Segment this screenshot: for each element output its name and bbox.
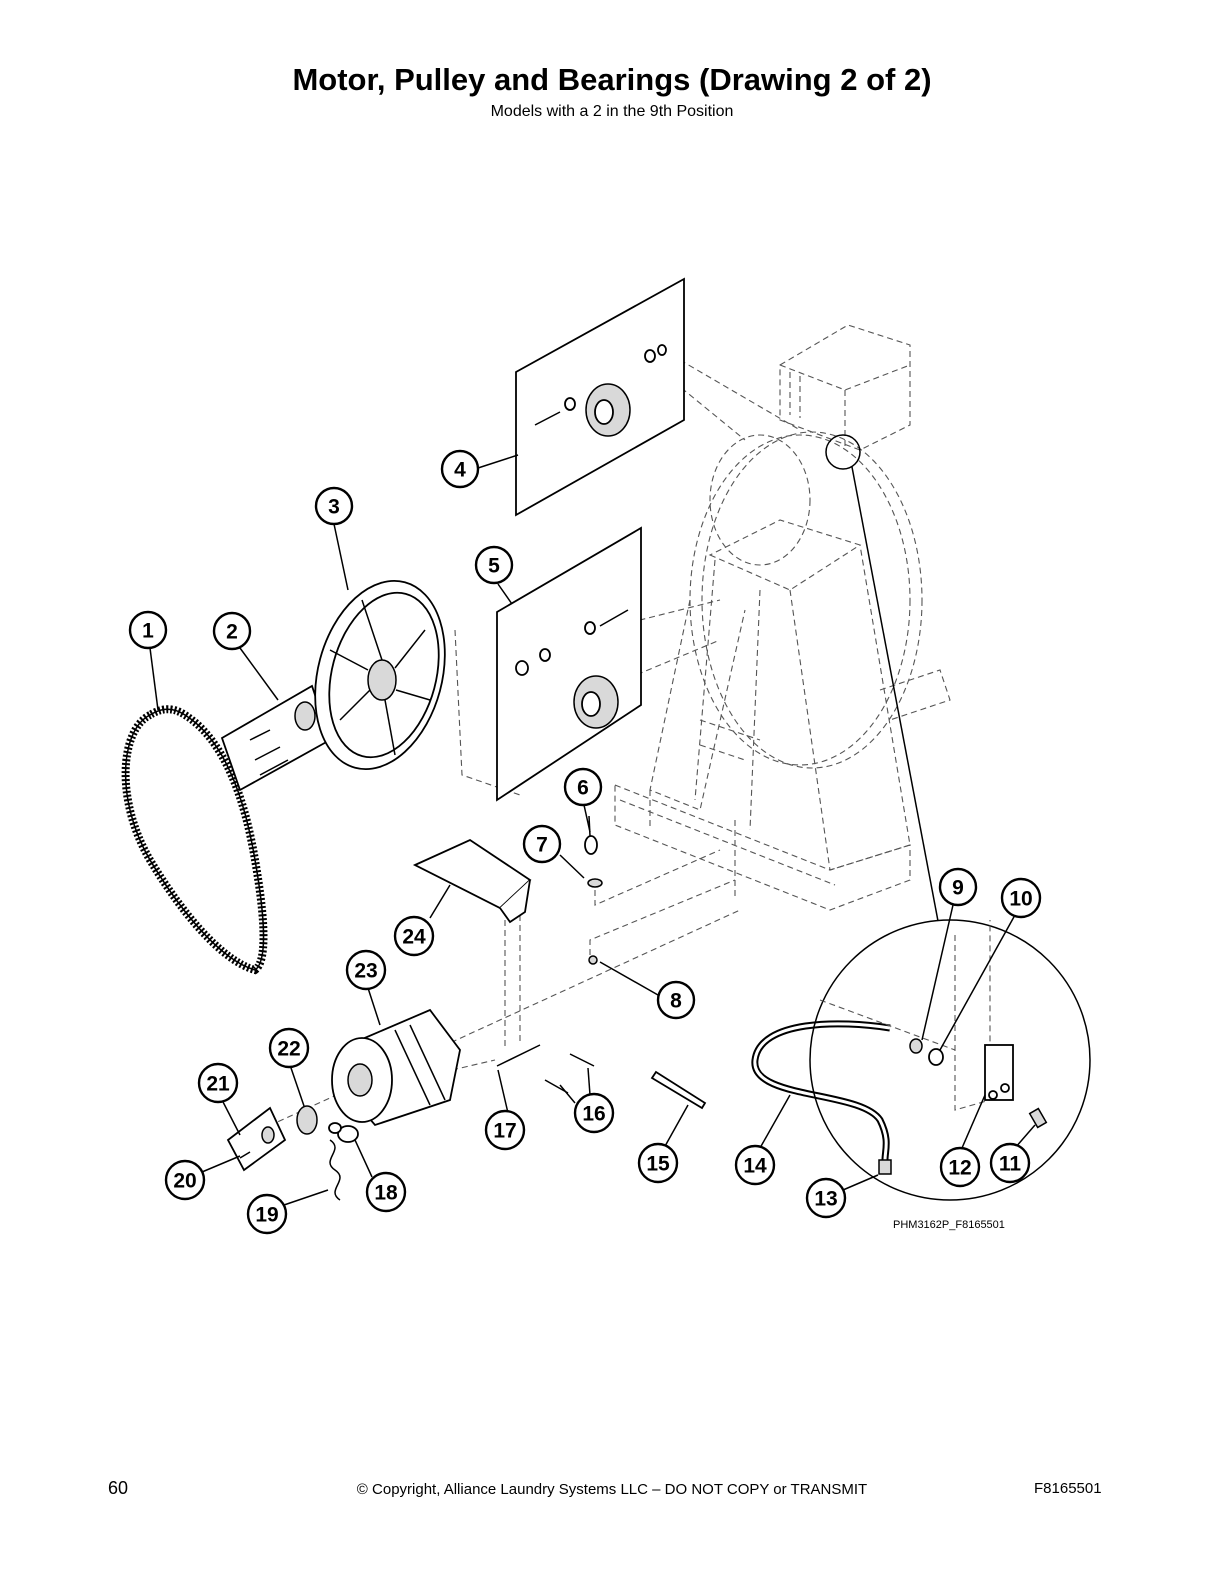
hub-kit-panel — [220, 684, 332, 792]
svg-text:20: 20 — [173, 1170, 196, 1193]
document-code: F8165501 — [1034, 1480, 1102, 1497]
svg-text:11: 11 — [999, 1153, 1022, 1176]
page-title: Motor, Pulley and Bearings (Drawing 2 of… — [292, 62, 932, 97]
callout-7: 7 — [522, 824, 562, 864]
svg-text:8: 8 — [670, 990, 682, 1013]
detail-view — [809, 434, 1091, 1201]
callout-14: 14 — [734, 1144, 776, 1186]
callout-2: 2 — [212, 611, 252, 651]
svg-text:6: 6 — [577, 777, 589, 800]
svg-text:4: 4 — [454, 459, 466, 482]
drawing-reference-id: PHM3162P_F8165501 — [893, 1219, 1005, 1231]
callout-15: 15 — [637, 1142, 679, 1184]
callout-21: 21 — [197, 1062, 239, 1104]
callout-9: 9 — [938, 867, 978, 907]
svg-text:12: 12 — [948, 1157, 971, 1180]
svg-text:18: 18 — [374, 1182, 398, 1205]
motor — [331, 1008, 461, 1127]
svg-text:3: 3 — [328, 496, 340, 519]
cover-plate — [412, 838, 532, 924]
leader-lines — [149, 454, 1036, 1206]
svg-text:16: 16 — [582, 1103, 605, 1126]
svg-text:23: 23 — [354, 960, 377, 983]
svg-text:22: 22 — [277, 1038, 300, 1061]
callout-20: 20 — [164, 1159, 206, 1201]
svg-text:13: 13 — [814, 1188, 837, 1211]
svg-text:7: 7 — [536, 834, 548, 857]
callout-10: 10 — [1000, 877, 1042, 919]
callout-13: 13 — [805, 1177, 847, 1219]
svg-text:14: 14 — [743, 1155, 767, 1178]
callout-24: 24 — [393, 915, 435, 957]
callout-18: 18 — [365, 1171, 407, 1213]
callout-3: 3 — [314, 486, 354, 526]
callout-1: 1 — [128, 610, 168, 650]
callout-6: 6 — [563, 767, 603, 807]
svg-text:15: 15 — [646, 1153, 670, 1176]
callout-22: 22 — [268, 1027, 310, 1069]
callout-23: 23 — [345, 949, 387, 991]
callout-5: 5 — [474, 545, 514, 585]
svg-text:2: 2 — [226, 621, 238, 644]
svg-text:17: 17 — [493, 1120, 516, 1143]
callout-11: 11 — [989, 1142, 1031, 1184]
grease-hose — [751, 1020, 892, 1175]
drive-belt — [121, 705, 268, 975]
svg-text:5: 5 — [488, 555, 500, 578]
callout-19: 19 — [246, 1193, 288, 1235]
eye-bolt-and-washers — [584, 815, 603, 965]
svg-text:1: 1 — [142, 620, 154, 643]
svg-text:24: 24 — [402, 926, 426, 949]
lower-bearing-panel — [496, 526, 642, 802]
motor-accessories — [226, 1105, 359, 1201]
callout-4: 4 — [440, 449, 480, 489]
callout-12: 12 — [939, 1146, 981, 1188]
callout-8: 8 — [656, 980, 696, 1020]
upper-bearing-panel — [515, 277, 685, 517]
svg-text:19: 19 — [255, 1204, 278, 1227]
rod-and-ties — [496, 1044, 707, 1110]
callout-17: 17 — [484, 1109, 526, 1151]
page-number: 60 — [108, 1478, 129, 1498]
callout-16: 16 — [573, 1092, 615, 1134]
svg-text:9: 9 — [952, 877, 964, 900]
copyright-notice: © Copyright, Alliance Laundry Systems LL… — [356, 1481, 868, 1498]
page-subtitle: Models with a 2 in the 9th Position — [490, 103, 734, 120]
pulley-wheel — [314, 579, 446, 771]
svg-text:21: 21 — [206, 1073, 230, 1096]
svg-text:10: 10 — [1009, 888, 1032, 911]
